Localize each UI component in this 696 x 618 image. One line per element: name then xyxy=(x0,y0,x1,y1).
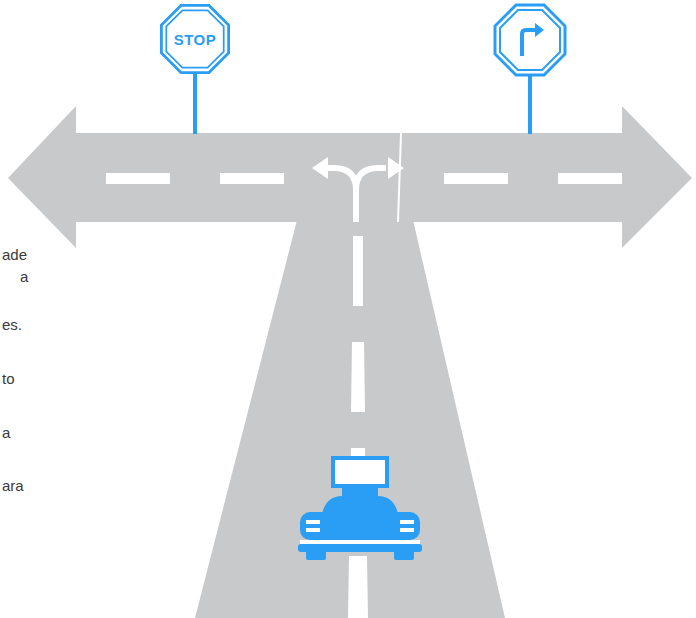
sign-pole xyxy=(193,70,197,134)
road-seam xyxy=(398,133,401,222)
text-fragment: es. xyxy=(2,316,22,333)
right-turn-sign xyxy=(495,5,565,134)
text-fragment: a xyxy=(20,268,28,285)
stop-sign: STOP xyxy=(160,4,230,74)
text-fragment: a xyxy=(2,424,10,441)
car xyxy=(298,458,422,560)
vertical-road xyxy=(195,220,505,618)
sign-text: STOP xyxy=(174,31,217,48)
direction-arrow xyxy=(312,157,404,222)
text-fragment: ara xyxy=(2,477,24,494)
lane-dashes xyxy=(106,173,622,618)
text-fragment: ade xyxy=(2,246,27,263)
text-fragment: to xyxy=(2,370,15,387)
